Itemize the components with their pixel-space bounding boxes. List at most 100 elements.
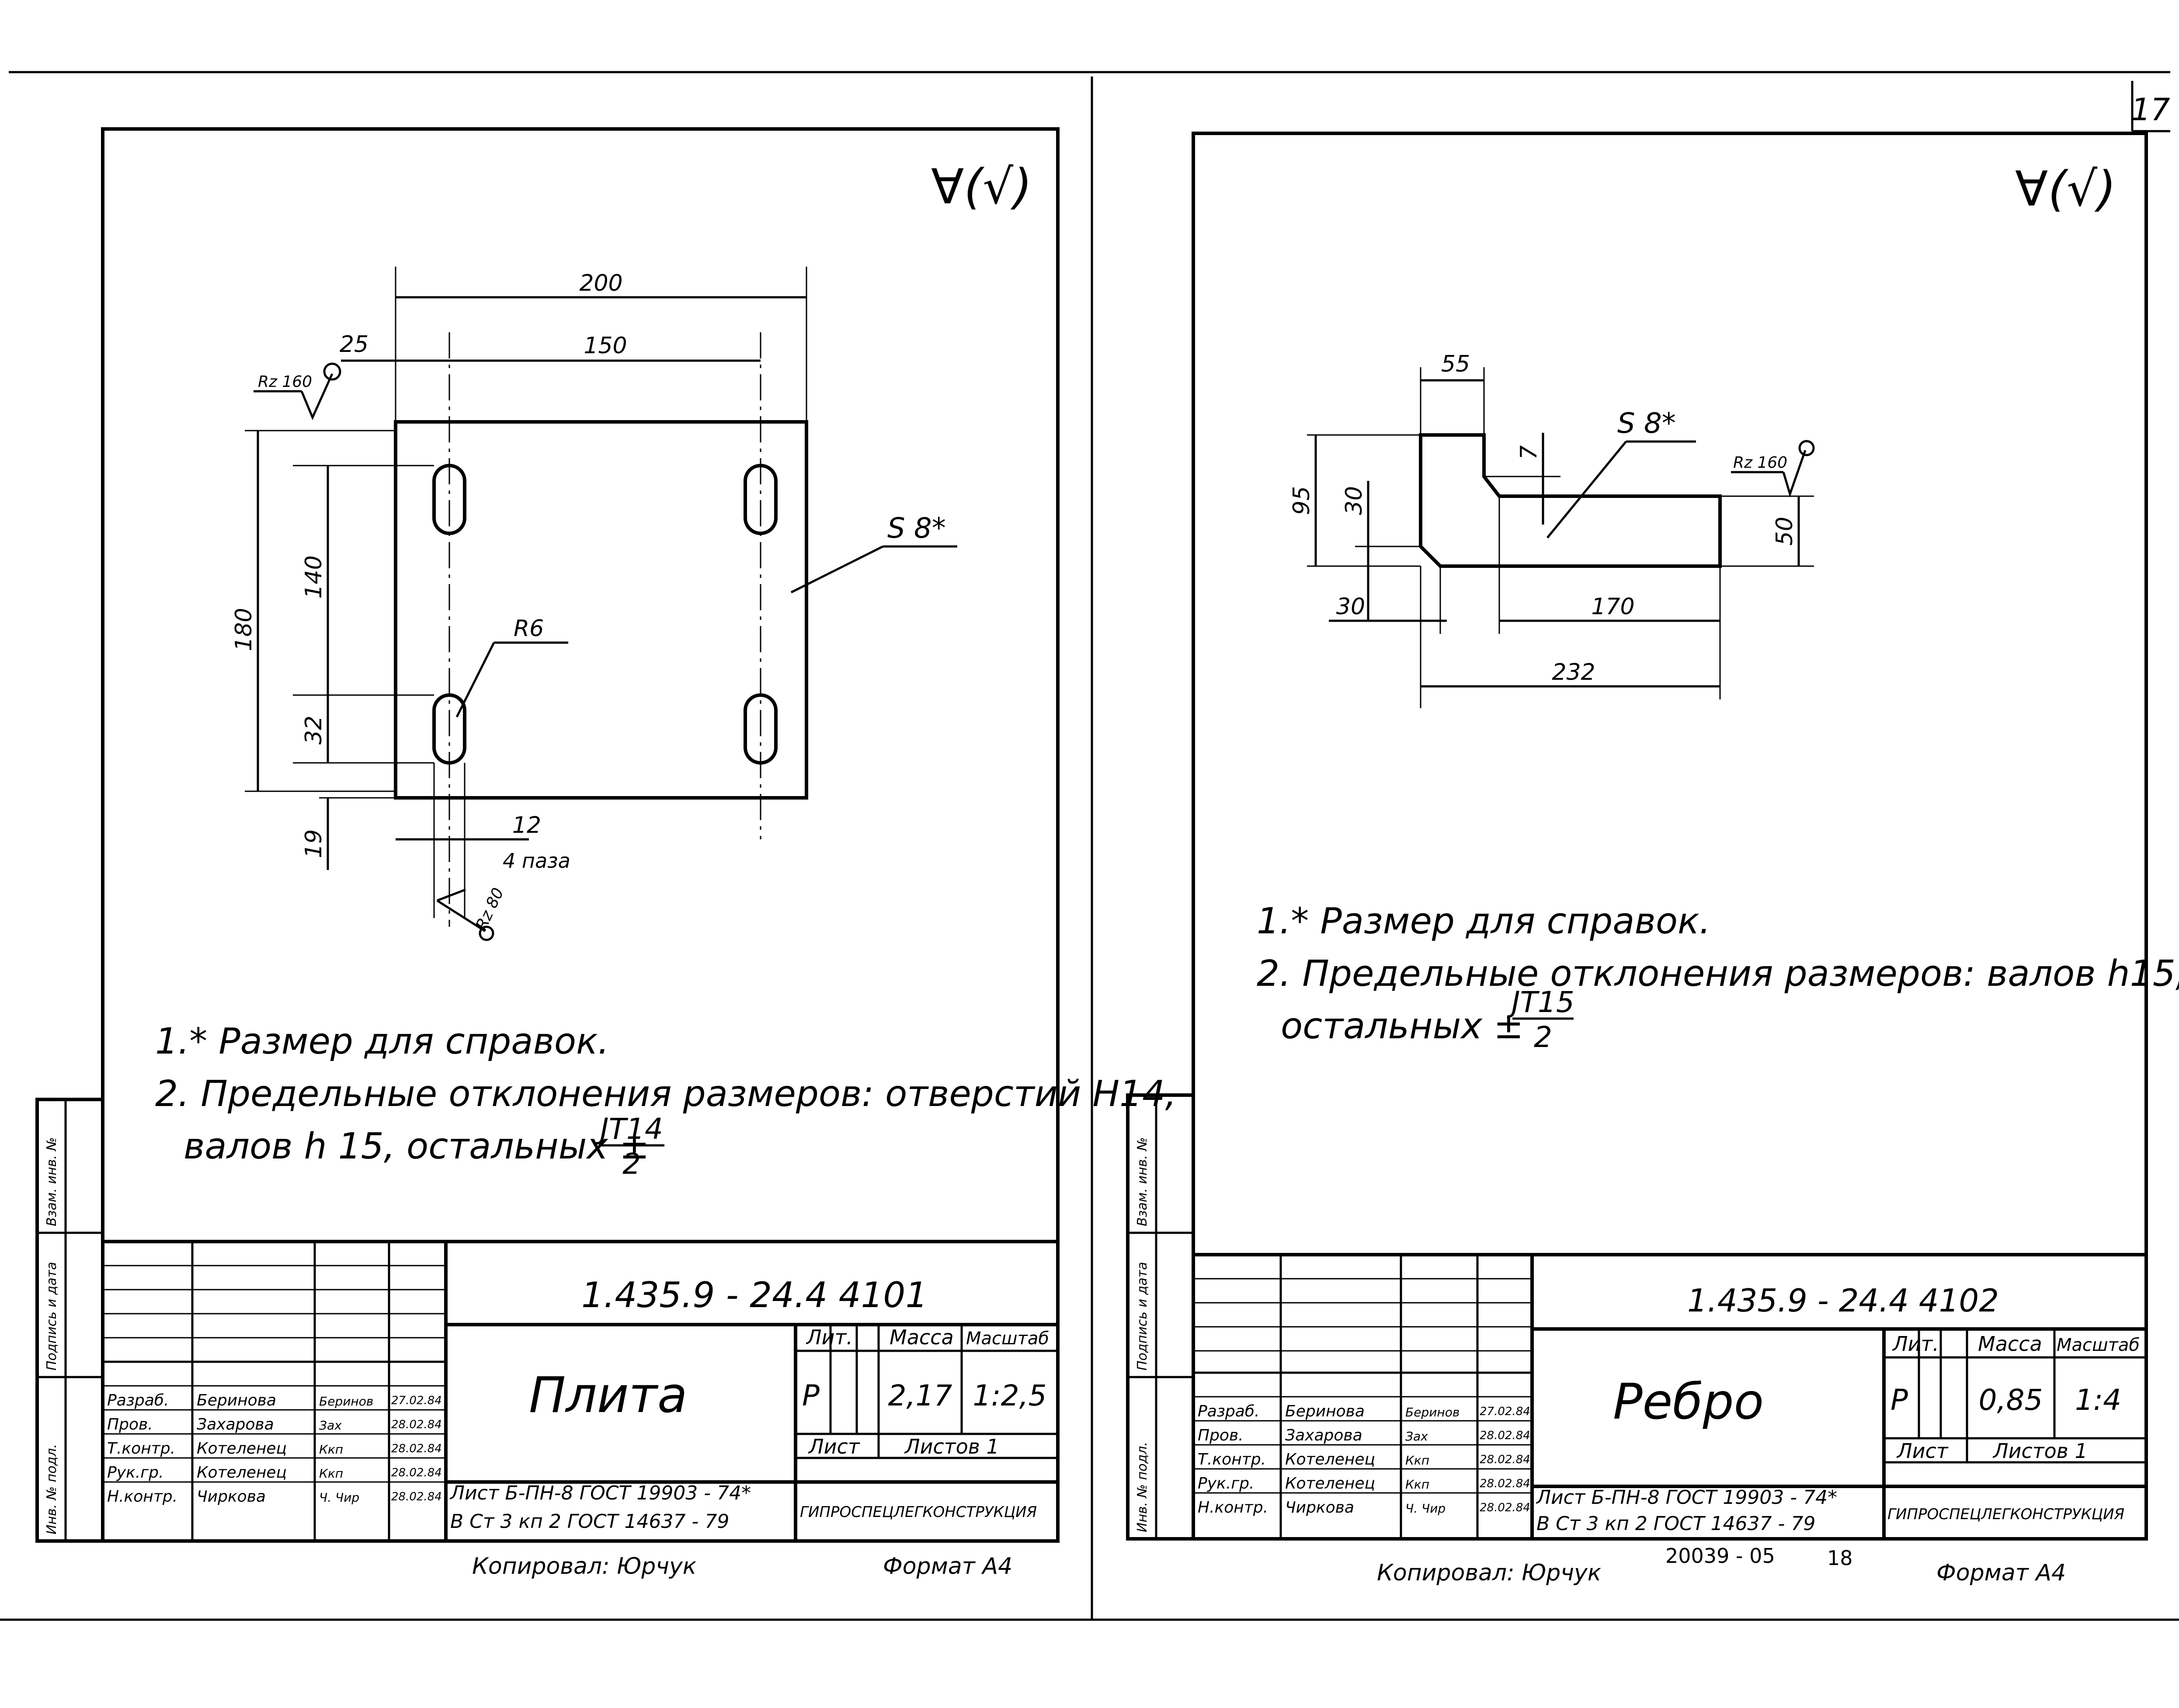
roughness-symbol: ∀(√) bbox=[931, 159, 1032, 215]
side-label-sign: Подпись и дата bbox=[44, 1262, 59, 1371]
name-1: Захарова bbox=[197, 1416, 274, 1433]
sheet-number: 18 bbox=[1827, 1546, 1853, 1570]
sign-3: Ккп bbox=[1405, 1477, 1429, 1492]
plate-outline bbox=[394, 420, 808, 800]
r6-label: R6 bbox=[514, 616, 544, 642]
sign-1: Зах bbox=[1405, 1429, 1428, 1444]
letter-value: Р bbox=[802, 1379, 820, 1412]
sign-0: Беринов bbox=[1405, 1405, 1460, 1419]
scale-value: 1:2,5 bbox=[973, 1379, 1046, 1412]
stamp-mass: Масса bbox=[1978, 1332, 2042, 1356]
dim-12: 12 bbox=[512, 812, 541, 838]
side-label-inv: Инв. № подл. bbox=[44, 1444, 59, 1534]
s8-label: S 8* bbox=[1617, 407, 1676, 440]
stamp-mass: Масса bbox=[890, 1325, 954, 1349]
date-1: 28.02.84 bbox=[1480, 1429, 1530, 1442]
stamp-scale: Масштаб bbox=[2057, 1335, 2140, 1355]
dim-50: 50 bbox=[1772, 517, 1798, 546]
note-2: 2. Предельные отклонения размеров: отвер… bbox=[155, 1073, 1176, 1115]
title-block: 1.435.9 - 24.4 4102 Ребро Лит. Масса Мас… bbox=[1193, 1253, 2146, 1539]
note-2: 2. Предельные отклонения размеров: валов… bbox=[1257, 953, 2179, 995]
name-2: Котеленец bbox=[197, 1440, 287, 1458]
format-label: Формат А4 bbox=[1936, 1560, 2066, 1586]
dim-180: 180 bbox=[231, 608, 257, 651]
copied-by: Копировал: Юрчук bbox=[1377, 1560, 1602, 1586]
side-label-replace: Взам. инв. № bbox=[1135, 1137, 1150, 1226]
stamp-lit: Лит. bbox=[1892, 1332, 1939, 1356]
sign-1: Зах bbox=[319, 1418, 342, 1433]
dim-19: 19 bbox=[301, 829, 327, 858]
dim-7: 7 bbox=[1516, 445, 1542, 459]
date-2: 28.02.84 bbox=[1480, 1453, 1530, 1466]
dim-25: 25 bbox=[340, 331, 368, 358]
stamp-sheet: Лист bbox=[808, 1435, 860, 1458]
role-1: Пров. bbox=[1198, 1426, 1244, 1444]
sign-3: Ккп bbox=[319, 1466, 343, 1481]
role-4: Н.контр. bbox=[107, 1488, 177, 1506]
name-0: Беринова bbox=[1285, 1402, 1365, 1420]
dim-55: 55 bbox=[1441, 351, 1470, 377]
note-1: 1.* Размер для справок. bbox=[1257, 901, 1711, 942]
material-1: Лист Б-ПН-8 ГОСТ 19903 - 74* bbox=[449, 1482, 751, 1504]
sign-0: Беринов bbox=[319, 1394, 373, 1409]
date-4: 28.02.84 bbox=[391, 1490, 442, 1503]
inventory-number: 20039 - 05 bbox=[1665, 1544, 1775, 1568]
material-1: Лист Б-ПН-8 ГОСТ 19903 - 74* bbox=[1536, 1486, 1837, 1509]
letter-value: Р bbox=[1891, 1383, 1908, 1417]
dim-30-horizontal: 30 bbox=[1336, 594, 1365, 620]
name-4: Чиркова bbox=[197, 1488, 266, 1506]
page-number: 17 bbox=[2131, 92, 2170, 128]
sign-2: Ккп bbox=[1405, 1453, 1429, 1468]
name-4: Чиркова bbox=[1285, 1499, 1354, 1517]
mass-value: 2,17 bbox=[888, 1379, 952, 1412]
name-3: Котеленец bbox=[197, 1464, 287, 1482]
name-0: Беринова bbox=[197, 1391, 276, 1409]
rz160-label: Rz 160 bbox=[258, 373, 312, 391]
mass-value: 0,85 bbox=[1979, 1383, 2043, 1417]
tol-denominator: 2 bbox=[1534, 1020, 1552, 1054]
doc-code: 1.435.9 - 24.4 4102 bbox=[1687, 1282, 1999, 1319]
name-1: Захарова bbox=[1285, 1426, 1362, 1444]
side-label-replace: Взам. инв. № bbox=[44, 1137, 59, 1226]
left-sheet: Инв. № подл. Подпись и дата Взам. инв. №… bbox=[35, 127, 1176, 1579]
note-1: 1.* Размер для справок. bbox=[155, 1021, 609, 1062]
note-3: валов h 15, остальных ± bbox=[184, 1126, 650, 1167]
stamp-lit: Лит. bbox=[806, 1325, 853, 1349]
role-3: Рук.гр. bbox=[1198, 1475, 1254, 1492]
dim-232: 232 bbox=[1552, 659, 1595, 685]
doc-code: 1.435.9 - 24.4 4101 bbox=[581, 1275, 928, 1315]
dim-95: 95 bbox=[1289, 486, 1315, 515]
role-0: Разраб. bbox=[107, 1391, 169, 1409]
material-2: В Ст 3 кп 2 ГОСТ 14637 - 79 bbox=[1536, 1513, 1815, 1535]
date-0: 27.02.84 bbox=[1480, 1405, 1530, 1418]
dim-140: 140 bbox=[301, 555, 327, 598]
part-title: Ребро bbox=[1613, 1374, 1764, 1430]
material-2: В Ст 3 кп 2 ГОСТ 14637 - 79 bbox=[450, 1510, 729, 1533]
note-3: остальных ± bbox=[1281, 1005, 1524, 1047]
title-block: 1.435.9 - 24.4 4101 Плита Лит. Масса Мас… bbox=[103, 1240, 1058, 1541]
scale-value: 1:4 bbox=[2075, 1383, 2121, 1417]
date-3: 28.02.84 bbox=[391, 1466, 442, 1479]
part-title: Плита bbox=[529, 1367, 687, 1424]
sign-2: Ккп bbox=[319, 1442, 343, 1457]
s8-label: S 8* bbox=[887, 512, 946, 545]
side-label-inv: Инв. № подл. bbox=[1135, 1442, 1150, 1532]
rz80-label: Rz 80 bbox=[473, 885, 507, 933]
name-2: Котеленец bbox=[1285, 1451, 1375, 1468]
roughness-symbol: ∀(√) bbox=[2015, 161, 2116, 217]
name-3: Котеленец bbox=[1285, 1475, 1375, 1492]
role-2: Т.контр. bbox=[107, 1440, 175, 1458]
role-4: Н.контр. bbox=[1198, 1499, 1268, 1517]
format-label: Формат А4 bbox=[883, 1553, 1012, 1579]
copied-by: Копировал: Юрчук bbox=[472, 1553, 697, 1579]
date-2: 28.02.84 bbox=[391, 1442, 442, 1455]
sign-4: Ч. Чир bbox=[319, 1490, 359, 1505]
dim-150: 150 bbox=[584, 333, 627, 359]
role-3: Рук.гр. bbox=[107, 1464, 163, 1482]
slots-count: 4 паза bbox=[503, 849, 570, 873]
rib-outline bbox=[1419, 433, 1722, 568]
org-name: ГИПРОСПЕЦЛЕГКОНСТРУКЦИЯ bbox=[1887, 1506, 2124, 1523]
stamp-sheet: Лист bbox=[1896, 1439, 1949, 1463]
tol-denominator: 2 bbox=[622, 1147, 641, 1181]
